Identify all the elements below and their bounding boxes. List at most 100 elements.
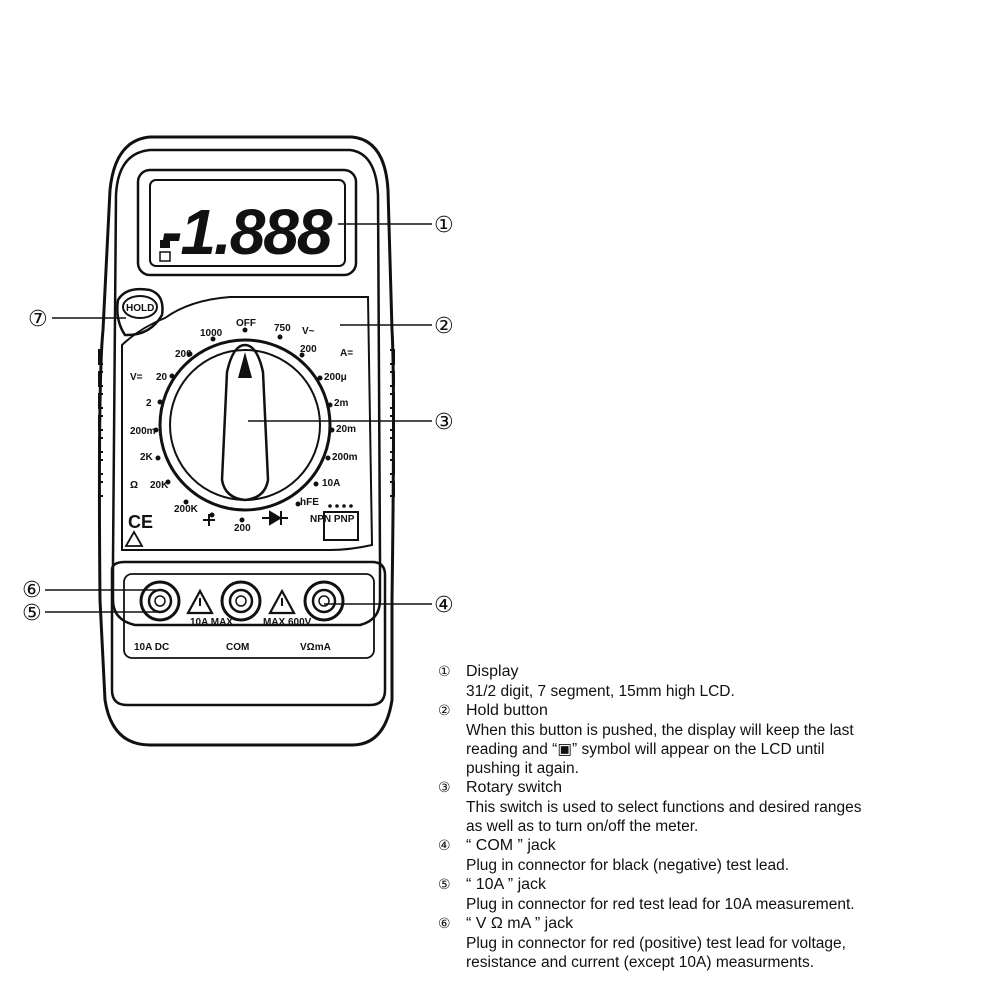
callout-lines xyxy=(45,223,432,613)
legend-item-number: ④ xyxy=(438,838,451,854)
legend-item-description: Plug in connector for red (positive) tes… xyxy=(466,935,846,952)
dial-label-npn-pnp: NPN PNP xyxy=(310,514,355,525)
legend-item-number: ⑥ xyxy=(438,916,451,932)
dial-label-1000: 1000 xyxy=(200,328,223,339)
hold-symbol-icon xyxy=(159,251,171,262)
jack-label-v-ohm-ma: VΩmA xyxy=(300,642,331,653)
legend: ① Display 31/2 digit, 7 segment, 15mm high… xyxy=(438,662,978,972)
legend-item-description: 31/2 digit, 7 segment, 15mm high LCD. xyxy=(466,683,735,700)
hold-button-label: HOLD xyxy=(126,303,154,314)
legend-item-description: as well as to turn on/off the meter. xyxy=(466,818,699,835)
legend-item-number: ① xyxy=(438,664,451,680)
hfe-socket xyxy=(323,511,359,541)
legend-item-description: Plug in connector for black (negative) t… xyxy=(466,857,790,874)
dial-label-v-dc: V= xyxy=(130,372,143,383)
legend-item-title: “ COM ” jack xyxy=(466,837,556,854)
dial-label-200k: 200K xyxy=(174,504,199,515)
dial-label-2: 2 xyxy=(146,398,152,409)
jack-panel xyxy=(110,560,387,707)
callout-2: ② xyxy=(434,314,454,339)
dial-label-v-ac: V~ xyxy=(302,326,315,337)
legend-item-title: Display xyxy=(466,663,519,680)
hfe-socket-pins xyxy=(328,504,353,508)
legend-item-description: Plug in connector for red test lead for … xyxy=(466,896,855,913)
callout-7: ⑦ xyxy=(28,307,48,332)
jack-v-ohm-ma[interactable] xyxy=(303,580,345,622)
legend-item-number: ⑤ xyxy=(438,877,451,893)
dial-label-hfe: hFE xyxy=(300,497,319,508)
legend-item-title: Hold button xyxy=(466,702,548,719)
callout-4: ④ xyxy=(434,593,454,618)
dial-label-2k: 2K xyxy=(140,452,154,463)
legend-item-title: Rotary switch xyxy=(466,779,563,796)
callout-6: ⑥ xyxy=(22,578,42,603)
legend-item-head: ⑤ “ 10A ” jack xyxy=(438,875,978,895)
dial-label-20: 20 xyxy=(156,372,168,383)
callout-5: ⑤ xyxy=(22,601,42,626)
jack-warning-left-icon xyxy=(186,588,214,615)
lcd-reading: -1.888 xyxy=(161,196,333,268)
legend-item-description: reading and “▣” symbol will appear on th… xyxy=(466,741,825,758)
dial-label-200v: 200 xyxy=(175,349,192,360)
lcd-screen xyxy=(149,179,346,267)
dial-label-200u: 200μ xyxy=(324,372,347,383)
legend-item-number: ② xyxy=(438,703,451,719)
dial-label-20k: 20K xyxy=(150,480,169,491)
diode-icon xyxy=(262,510,288,526)
jack-label-10a: 10A DC xyxy=(134,642,169,653)
legend-item-head: ⑥ “ V Ω mA ” jack xyxy=(438,914,978,934)
jack-label-com: COM xyxy=(226,642,249,653)
ce-mark: CE xyxy=(128,512,153,532)
dial-label-ohm: Ω xyxy=(130,480,138,491)
legend-item-number: ③ xyxy=(438,780,451,796)
warning-triangle-icon xyxy=(124,530,144,547)
lcd-bezel xyxy=(136,168,358,277)
meter-holster xyxy=(97,135,395,747)
transistor-icon xyxy=(203,514,215,526)
hold-button[interactable] xyxy=(122,295,158,319)
dial-label-20m: 20m xyxy=(336,424,356,435)
legend-item-title: “ 10A ” jack xyxy=(466,876,547,893)
legend-item-title: “ V Ω mA ” jack xyxy=(466,915,574,932)
rotary-dial-pointer xyxy=(238,352,252,378)
side-grips xyxy=(98,349,395,497)
legend-item-head: ① Display xyxy=(438,662,978,682)
dial-label-10a: 10A xyxy=(322,478,340,489)
callout-1: ① xyxy=(434,213,454,238)
dial-label-a-dc: A= xyxy=(340,348,353,359)
legend-item-head: ④ “ COM ” jack xyxy=(438,836,978,856)
jack-com[interactable] xyxy=(220,580,262,622)
legend-item: ① Display 31/2 digit, 7 segment, 15mm high… xyxy=(438,662,978,701)
jack-10a[interactable] xyxy=(139,580,181,622)
dial-label-off: OFF xyxy=(236,318,256,329)
dial-label-2m: 2m xyxy=(334,398,349,409)
jack-panel-inner xyxy=(123,573,375,659)
meter-body xyxy=(111,148,382,627)
dial-label-200m: 200m xyxy=(332,452,358,463)
face-panel xyxy=(121,296,374,551)
jack-warning-right-icon xyxy=(268,588,296,615)
jack-warning-right-label: MAX 600V xyxy=(263,617,312,628)
dial-label-200a: 200 xyxy=(300,344,317,355)
legend-item-description: pushing it again. xyxy=(466,760,579,777)
dial-label-200mv: 200m xyxy=(130,426,156,437)
legend-item-head: ③ Rotary switch xyxy=(438,778,978,798)
battery-icon xyxy=(160,240,170,248)
callout-3: ③ xyxy=(434,410,454,435)
hold-button-housing xyxy=(116,287,164,337)
dial-labels: OFF V~ 750 200 A= 200μ 2m 20m 200m 10A h… xyxy=(130,318,358,534)
rotary-dial-knob[interactable] xyxy=(220,343,270,502)
legend-item-description: When this button is pushed, the display … xyxy=(466,722,854,739)
dial-label-200ohm: 200 xyxy=(234,523,251,534)
legend-item-head: ② Hold button xyxy=(438,701,978,721)
jack-warning-left-label: 10A MAX xyxy=(190,617,233,628)
legend-item-description: This switch is used to select functions … xyxy=(466,799,862,816)
legend-item-description: resistance and current (except 10A) meas… xyxy=(466,954,815,971)
rotary-dial-outer xyxy=(158,338,332,512)
